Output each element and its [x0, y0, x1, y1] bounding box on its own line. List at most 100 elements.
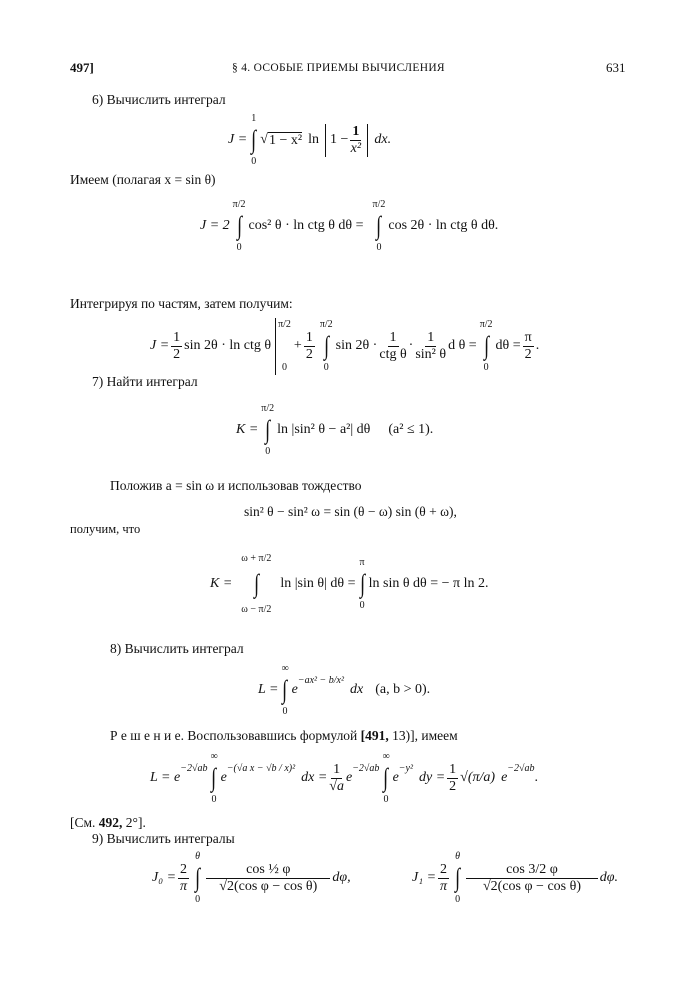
integral-sign: π/2∫0 — [233, 198, 246, 255]
math-text: J₁ = — [412, 870, 437, 886]
math-text: + — [293, 338, 302, 354]
math-text: ω + π/2 — [241, 553, 272, 564]
math-text: π — [359, 557, 365, 568]
math-text: dx — [350, 682, 364, 698]
math-text: (a² ≤ 1). — [388, 422, 434, 438]
formula-8-1: L = ∞∫0 e−ax² − b/x² dx (a, b > 0). — [258, 662, 430, 719]
math-text: 2 — [178, 862, 190, 879]
math-text: sin 2θ · — [335, 338, 378, 354]
math-text: 1 — [251, 113, 257, 124]
substitution-text: Имеем (полагая x = sin θ) — [70, 172, 216, 187]
problem-9-label: 9) Вычислить интегралы — [92, 831, 235, 846]
substitution-text-7: Положив a = sin ω и использовав тождеств… — [110, 478, 362, 493]
math-text: dy = — [418, 770, 446, 786]
integral-symbol: ∫ — [253, 569, 259, 598]
fraction: cos 3/2 φ√2(cos φ − cos θ) — [466, 862, 598, 895]
sqrt-sign: √ — [260, 132, 268, 148]
math-text: . — [535, 338, 540, 354]
formula-7-2: K = ω + π/2∫ω − π/2 ln |sin θ| dθ = π∫0 … — [210, 548, 489, 621]
integral-sign: θ∫0 — [454, 850, 461, 907]
math-text: ω − π/2 — [241, 603, 272, 615]
math-text: dx = — [301, 770, 328, 786]
integral-symbol: ∫ — [455, 863, 461, 892]
math-text: ∞ — [382, 751, 390, 762]
formula-6-2: J = 2 π/2∫0 cos² θ · ln ctg θ dθ = π/2∫0… — [200, 198, 498, 255]
math-text: 2 — [524, 346, 532, 362]
formula-8-2: L = e−2√ab ∞∫0 e−(√a x − √b / x)² dx = 1… — [150, 750, 538, 807]
math-text: 2 — [449, 778, 457, 794]
math-text: 2 — [305, 346, 313, 362]
math-text: −y² — [398, 762, 413, 774]
math-text: 1 − — [329, 132, 349, 148]
math-text: e — [220, 770, 227, 786]
math-text: −(√a x − √b / x)² — [226, 762, 296, 774]
integral-symbol: ∫ — [251, 125, 257, 154]
math-text: π/2 — [319, 319, 333, 330]
math-text: 0 — [265, 445, 271, 457]
math-text: −2√ab — [352, 762, 380, 774]
integral-sign: π/2∫0 — [373, 198, 386, 255]
math-text: d θ = — [448, 338, 477, 354]
math-text: K = — [236, 422, 259, 438]
math-text: 1 — [331, 762, 343, 779]
math-text: 0 — [483, 361, 489, 373]
ln: ln — [308, 132, 319, 148]
differential: dx. — [374, 132, 392, 148]
math-text: dθ = — [495, 338, 521, 354]
math-text: π — [440, 878, 448, 894]
integral-symbol: ∫ — [376, 211, 382, 240]
math-text: 0 — [455, 893, 461, 905]
math-text: cos ½ φ — [206, 862, 331, 879]
math-text: ctg θ — [379, 346, 407, 362]
integral-symbol: ∫ — [483, 331, 489, 360]
math-text: K = — [210, 576, 233, 592]
problem-6-label: 6) Вычислить интеграл — [92, 92, 226, 107]
math-text: 0 — [359, 599, 365, 611]
math-text: π/2 — [278, 319, 291, 330]
math-text: −2√ab — [180, 762, 208, 774]
math-text: θ — [455, 851, 461, 862]
integral-symbol: ∫ — [265, 415, 271, 444]
math-text: . — [534, 770, 539, 786]
math-text: 0 — [236, 241, 242, 253]
integral-sign: π/2∫0 — [320, 318, 333, 375]
math-text: ln |sin² θ − a²| dθ — [277, 422, 371, 438]
math-text: 2°]. — [125, 815, 146, 830]
integral-sign: ω + π/2 ∫ ω − π/2 — [241, 548, 271, 621]
fraction: cos ½ φ√2(cos φ − cos θ) — [206, 862, 331, 895]
math-text: e — [501, 770, 508, 786]
math-part: π/2∫0 — [275, 318, 291, 375]
formula-7-1: K = π/2∫0 ln |sin² θ − a²| dθ (a² ≤ 1). — [236, 402, 433, 459]
section-number: 497] — [70, 60, 94, 75]
math-text: dφ. — [599, 870, 619, 886]
math-text: 0 — [323, 361, 329, 373]
math-text: L = — [258, 682, 279, 698]
math-text: 1 — [425, 330, 437, 347]
math-text: ln |sin θ| dθ = — [280, 576, 356, 592]
see-reference: [См. 492, 2°]. — [70, 815, 146, 831]
integral-symbol: ∫ — [359, 569, 365, 598]
math-text: 0 — [251, 155, 257, 167]
solution-label: Р е ш е н и е. — [110, 728, 184, 743]
math-text: cos 3/2 φ — [466, 862, 598, 879]
math-text: 0 — [195, 893, 201, 905]
integral-symbol: ∫ — [211, 763, 217, 792]
math-text: √2(cos φ − cos θ) — [482, 878, 581, 894]
integral-sign: π/2∫0 — [261, 402, 274, 459]
integration-by-parts-text: Интегрируя по частям, затем получим: — [70, 296, 293, 311]
identity-formula: sin² θ − sin² ω = sin (θ − ω) sin (θ + ω… — [244, 504, 457, 519]
integral-symbol: ∫ — [282, 675, 288, 704]
math-text: 1 — [387, 330, 399, 347]
page-number: 631 — [606, 60, 626, 75]
math-text: π/2 — [372, 199, 386, 210]
solution-text: Воспользовавшись формулой — [187, 728, 358, 743]
integral-sign: 1∫0 — [250, 112, 257, 169]
